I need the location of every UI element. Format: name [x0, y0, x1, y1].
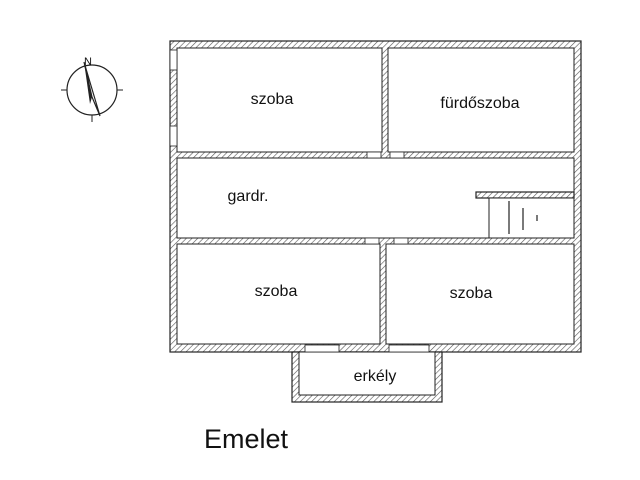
- window: [169, 49, 178, 71]
- room-label-bottom-left: szoba: [255, 283, 298, 300]
- balcony: [291, 344, 443, 403]
- floor-title: Emelet: [204, 424, 289, 454]
- door-opening: [366, 151, 382, 159]
- room-label-wardrobe: gardr.: [228, 188, 269, 205]
- staircase: [475, 191, 575, 239]
- room-label-balcony: erkély: [354, 368, 397, 385]
- room-label-bottom-right: szoba: [450, 285, 493, 302]
- room-label-top-left: szoba: [251, 91, 294, 108]
- compass-north-label: N: [84, 56, 92, 68]
- compass-icon: N: [61, 56, 123, 122]
- door-opening: [393, 237, 409, 245]
- door-opening: [364, 237, 380, 245]
- room-label-bathroom: fürdőszoba: [440, 95, 519, 112]
- bathroom-area: [387, 47, 575, 153]
- window: [169, 125, 178, 147]
- room-top-left-area: [176, 47, 383, 153]
- room-bottom-left-area: [176, 243, 381, 345]
- room-bottom-right-area: [385, 243, 575, 345]
- door-opening: [389, 151, 405, 159]
